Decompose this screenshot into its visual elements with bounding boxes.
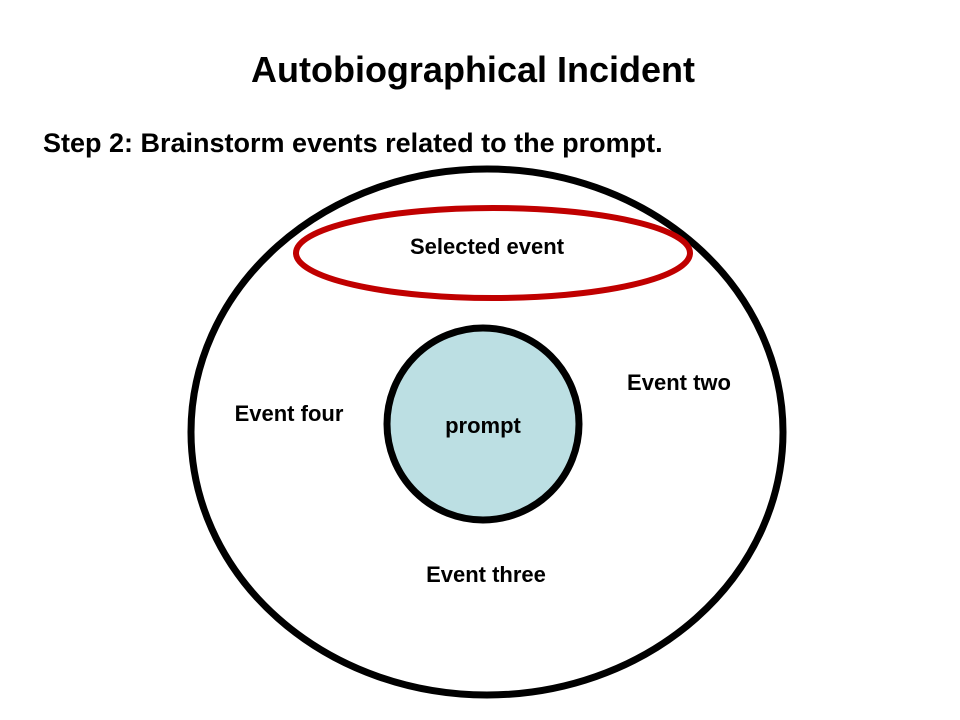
event-four-label: Event four xyxy=(235,401,344,426)
selected-event-ring xyxy=(293,205,693,301)
slide-title: Autobiographical Incident xyxy=(250,49,695,90)
prompt-label: prompt xyxy=(445,413,521,438)
event-three-label: Event three xyxy=(426,562,546,587)
event-two-label: Event two xyxy=(627,370,731,395)
step-instruction: Step 2: Brainstorm events related to the… xyxy=(43,128,663,158)
prompt-circle xyxy=(383,324,583,524)
outer-circle xyxy=(187,165,787,699)
selected-event-label: Selected event xyxy=(410,234,565,259)
